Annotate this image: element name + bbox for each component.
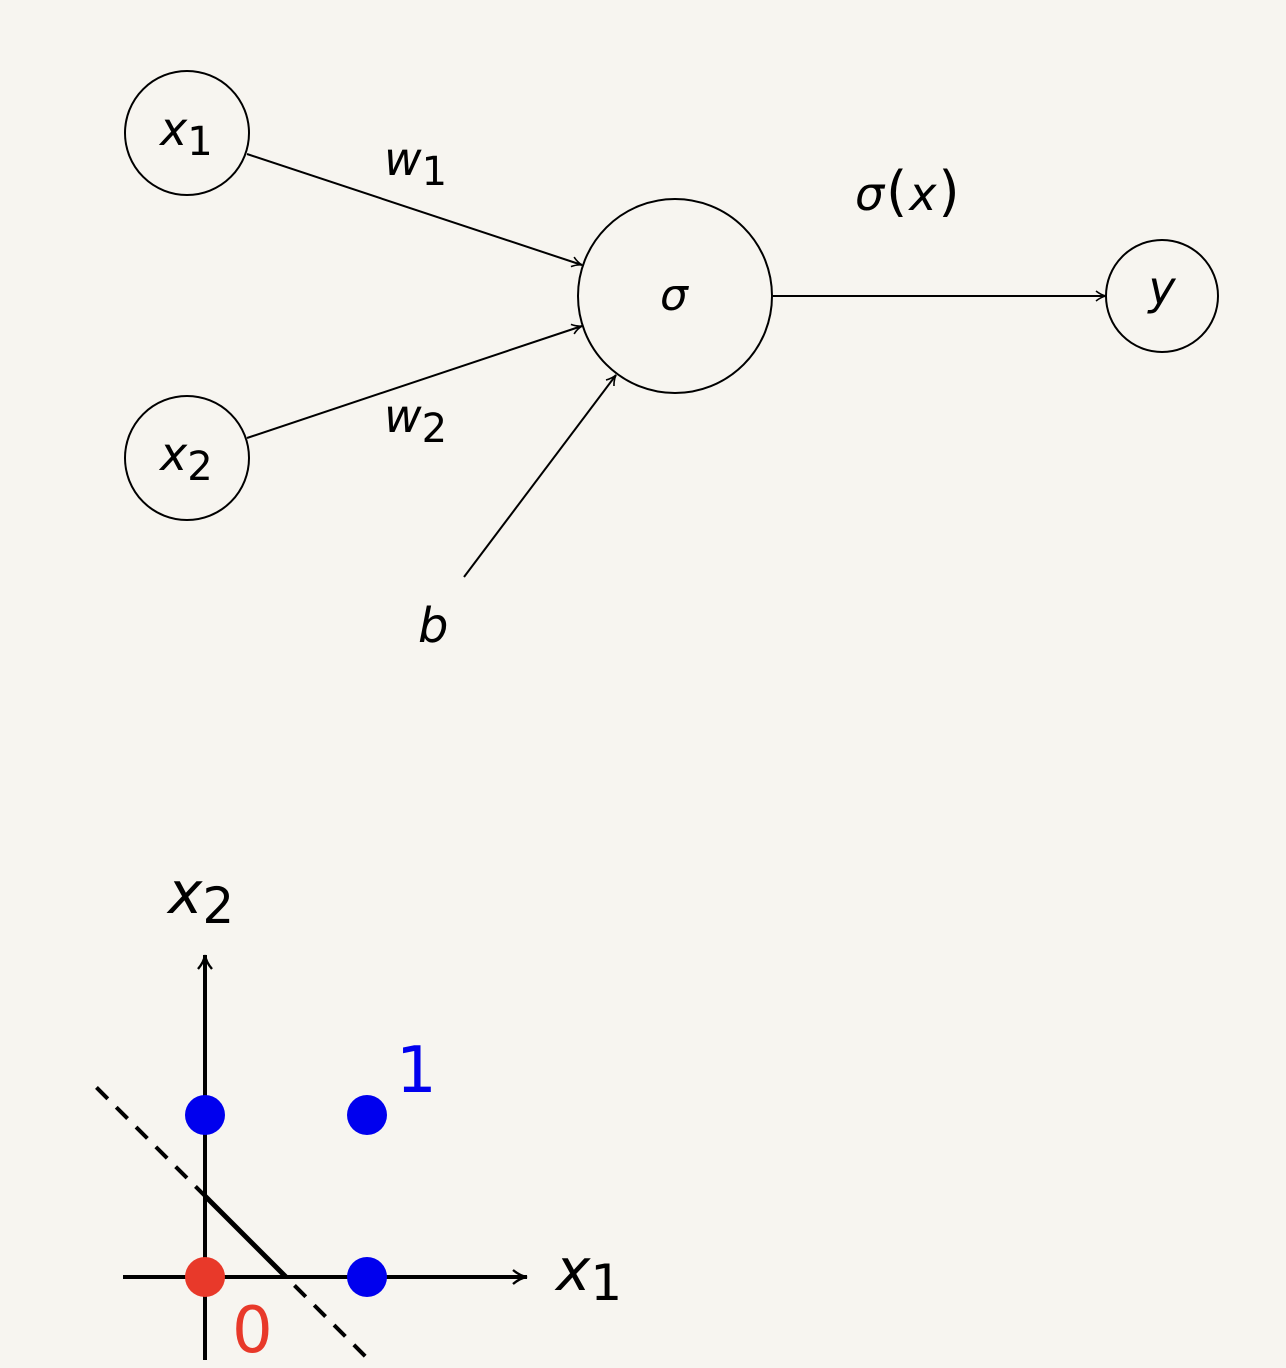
input-node-x2: [124, 395, 250, 521]
data-point-positive: [347, 1257, 387, 1297]
activation-function-label: σ(x): [855, 160, 960, 223]
data-point-negative: [185, 1257, 225, 1297]
edge-x1-to-sigma: [246, 153, 583, 268]
weight-label-w1: w1: [384, 132, 447, 195]
boundary-plot: x1 x2 1 0: [95, 859, 622, 1368]
x1-axis-label: x1: [554, 1236, 622, 1312]
edge-x2-to-sigma: [246, 323, 583, 439]
class-label-negative: 0: [232, 1294, 273, 1368]
perceptron-diagram: x1 x2 σ y w1 w2 b σ(x): [124, 70, 1219, 654]
weight-label-w2: w2: [384, 389, 447, 452]
input-node-x1: [124, 70, 250, 196]
input-label-x1: x1: [158, 102, 213, 165]
bias-label: b: [418, 598, 448, 654]
x2-axis-label: x2: [166, 859, 234, 935]
output-label-y: y: [1146, 261, 1176, 315]
data-point-positive: [347, 1095, 387, 1135]
input-label-x2: x2: [158, 427, 213, 490]
class-label-positive: 1: [396, 1034, 437, 1108]
decision-boundary-segment: [203, 1194, 288, 1279]
activation-node: [577, 198, 773, 394]
decision-boundary-dashed: [95, 1086, 375, 1366]
edge-bias-to-sigma: [463, 374, 617, 578]
data-point-positive: [185, 1095, 225, 1135]
output-node-y: [1105, 239, 1219, 353]
activation-label: σ: [660, 270, 689, 321]
